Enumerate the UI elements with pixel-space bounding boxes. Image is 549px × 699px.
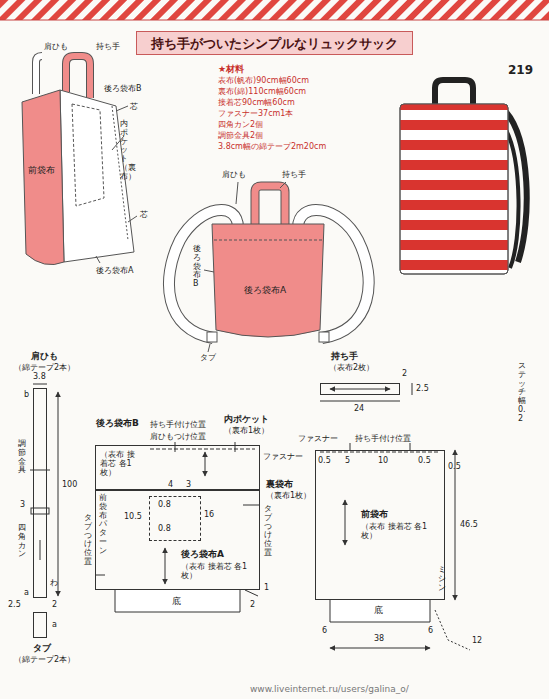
dimension-label: 裏布(綿)110cm幅60cm — [218, 87, 306, 96]
dimension-label: a — [24, 588, 29, 597]
dimension-label: 100 — [62, 480, 77, 489]
strap-piece: 肩ひも（綿テープ2本） — [33, 388, 47, 598]
front-panel: 前袋布（表布 接着芯 各1枚）裏袋布（裏布1枚） — [315, 450, 445, 600]
dimension-label: 持ち手付け位置 — [355, 434, 411, 443]
piece-name: 持ち手 — [331, 351, 358, 361]
dimension-label: ★材料 — [218, 64, 244, 74]
stripe-band — [0, 0, 549, 20]
dimension-label: 5 — [345, 456, 350, 465]
piece-name: 裏袋布 — [266, 479, 293, 489]
title-band: 持ち手がついたシンプルなリュックサック — [136, 31, 413, 55]
dimension-label: わ — [50, 578, 58, 587]
dimension-label: ファスナー — [298, 434, 338, 443]
dimension-label: 2 — [402, 369, 407, 378]
piece-note: （綿テープ2本） — [14, 655, 75, 664]
dimension-label: 持ち手付け位置 — [150, 420, 206, 429]
dimension-label: 219 — [508, 64, 533, 78]
dimension-label: 0.5 — [418, 456, 431, 465]
dimension-label: 3 — [186, 480, 191, 489]
dimension-label: 底 — [172, 596, 181, 606]
vertical-label: タブつけ位置 — [264, 505, 272, 558]
inner-pocket: 内ポケット（裏布1枚） — [149, 496, 201, 541]
dimension-label: 12 — [472, 636, 482, 645]
dimension-label: 0.5 — [318, 456, 331, 465]
back-panel-a: 後ろ袋布A （表布 接着芯 各1枚） 内ポケット（裏布1枚） — [95, 490, 260, 590]
pattern-marks — [30, 383, 470, 650]
dimension-label: 肩ひも — [44, 42, 68, 51]
dimension-label: 4 — [168, 480, 173, 489]
piece-note: （裏布1枚） — [266, 491, 311, 500]
dimension-label: 2 — [250, 600, 255, 609]
dimension-label: 3.8cm幅の綿テープ2m20cm — [218, 142, 326, 151]
vertical-label: 調節金具 — [18, 440, 26, 475]
piece-note: （表布 接着芯 各1枚） — [181, 562, 251, 580]
vertical-label: 内ポケット（裏布） — [120, 120, 128, 182]
piece-note: （表布2枚） — [329, 363, 374, 372]
dimension-label: 38 — [374, 634, 384, 643]
dimension-label: 2.5 — [416, 384, 429, 393]
dimension-label: ファスナー — [263, 452, 303, 461]
dimension-label: 四角カン2個 — [218, 120, 263, 129]
vertical-label: 後ろ袋布B — [193, 245, 201, 289]
dimension-label: 2 — [52, 600, 57, 609]
vertical-label: 前袋布パターン — [99, 494, 107, 556]
dimension-label: 肩ひもつけ位置 — [150, 432, 206, 441]
dimension-label: 前袋布 — [28, 165, 55, 175]
dimension-label: 芯 — [130, 102, 138, 111]
dimension-label: 0.8 — [158, 524, 171, 533]
piece-name: タブ — [33, 643, 51, 653]
dimension-label: 表布(帆布)90cm幅60cm — [218, 76, 309, 85]
dimension-label: 6 — [322, 626, 327, 635]
piece-note: （裏布1枚） — [224, 426, 269, 435]
dimension-label: 後ろ袋布A — [244, 285, 286, 295]
dimension-label: 持ち手 — [96, 42, 120, 51]
dimension-label: www.liveinternet.ru/users/galina_o/ — [250, 684, 409, 694]
dimension-label: 後ろ袋布A — [96, 266, 133, 275]
dimension-label: 24 — [354, 404, 364, 413]
dimension-label: 調節金具2個 — [218, 131, 263, 140]
piece-note: （表布 接着芯 各1枚） — [100, 450, 140, 478]
striped-bag — [400, 80, 527, 274]
piece-note: （綿テープ2本） — [14, 363, 75, 372]
dimension-label: 芯 — [140, 210, 148, 219]
dimension-label: a — [52, 620, 57, 629]
dimension-label: 3 — [20, 500, 25, 509]
vertical-label: 四角カン — [18, 524, 26, 559]
dimension-label: 肩ひも — [222, 170, 246, 179]
dimension-label: 持ち手 — [282, 170, 306, 179]
dimension-label: 16 — [204, 510, 214, 519]
dimension-label: 10.5 — [124, 512, 142, 521]
dimension-label: 接着芯90cm幅60cm — [218, 98, 295, 107]
dimension-label: 0.8 — [158, 500, 171, 509]
dimension-label: 1 — [264, 583, 269, 592]
tab-piece: タブ（綿テープ2本） — [33, 612, 47, 638]
dimension-label: b — [24, 390, 29, 399]
piece-name: 後ろ袋布A — [181, 549, 224, 559]
dimension-label: 0.5 — [448, 462, 461, 471]
piece-note: （表布 接着芯 各1枚） — [361, 522, 431, 540]
back-panel-b: 後ろ袋布B（表布 接着芯 各1枚） — [95, 445, 260, 490]
handle-piece: 持ち手（表布2枚） — [320, 383, 400, 395]
piece-name: 前袋布 — [361, 509, 388, 519]
dimension-label: 6 — [428, 626, 433, 635]
dimension-label: 2.5 — [8, 600, 21, 609]
dimension-label: タブ — [200, 353, 216, 362]
vertical-label: タブつけ位置 — [84, 514, 92, 567]
back-view-bag — [169, 182, 369, 352]
piece-name: 内ポケット — [224, 414, 269, 424]
vertical-label: ミシン — [438, 566, 446, 592]
vertical-label: ステッチ幅0.2 — [518, 362, 526, 424]
dimension-label: 10 — [378, 456, 388, 465]
dimension-label: 46.5 — [460, 520, 478, 529]
piece-name: 肩ひも — [31, 351, 58, 361]
piece-name: 後ろ袋布B — [96, 418, 139, 428]
dimension-label: 3.8 — [33, 372, 46, 381]
dimension-label: ファスナー37cm1本 — [218, 109, 293, 118]
dimension-label: 後ろ袋布B — [104, 84, 142, 93]
dimension-label: 底 — [374, 605, 383, 615]
